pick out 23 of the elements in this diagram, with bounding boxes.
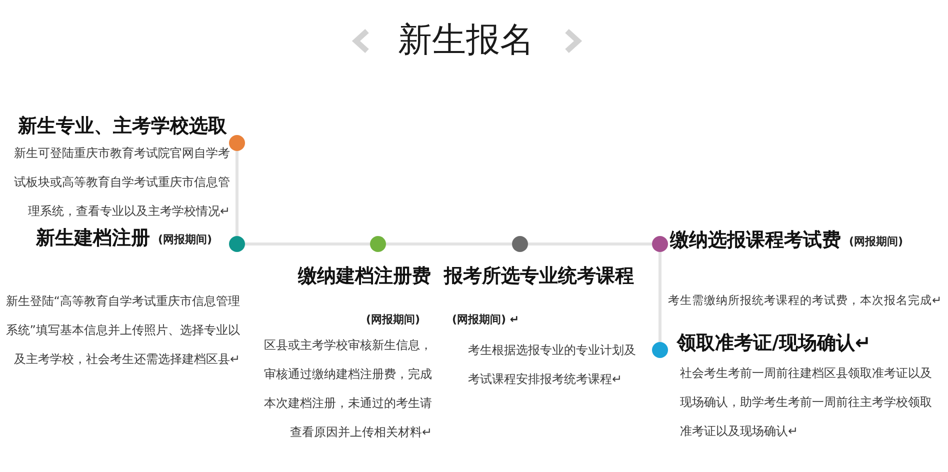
period-note: (网报期间) <box>849 235 904 249</box>
timeline-dot <box>229 236 245 252</box>
timeline-dot <box>512 236 528 252</box>
timeline-dot <box>652 342 668 358</box>
step-description: 新生登陆“高等教育自学考试重庆市信息管理系统”填写基本信息并上传照片、选择专业以及主考学校，社会考生还需选择建档区县↵ <box>4 293 240 368</box>
step-description: 考生需缴纳所报统考课程的考试费，本次报名完成↵ <box>668 292 943 309</box>
step-title: 缴纳选报课程考试费 <box>670 228 841 252</box>
timeline-dot <box>652 236 668 252</box>
timeline-dot <box>229 135 245 151</box>
period-note: (网报期间) <box>158 233 212 247</box>
period-note: (网报期间) <box>366 313 420 327</box>
diagram-title: 新生报名 <box>398 20 534 60</box>
step-title: 新生专业、主考学校选取 <box>16 114 227 138</box>
timeline-dot <box>370 236 386 252</box>
step-title: 新生建档注册 <box>36 226 150 250</box>
step-title: 缴纳建档注册费 <box>298 264 431 288</box>
step-title: 报考所选专业统考课程 <box>444 264 634 288</box>
step-title: 领取准考证/现场确认↵ <box>677 331 871 355</box>
period-note: (网报期间) ↵ <box>452 313 520 327</box>
step-description: 新生可登陆重庆市教育考试院官网自学考试板块或高等教育自学考试重庆市信息管理系统，查看专业以及主考学校情况↵ <box>13 145 230 220</box>
step-description: 区县或主考学校审核新生信息，审核通过缴纳建档注册费，完成本次建档注册，未通过的考生请查看原因并上传相关材料↵ <box>263 337 432 441</box>
step-description: 社会考生考前一周前往建档区县领取准考证以及现场确认，助学考生考前一周前往主考学校领取准考证以及现场确认↵ <box>680 365 933 440</box>
step-description: 考生根据选报专业的专业计划及考试课程安排报考统考课程↵ <box>468 342 637 388</box>
